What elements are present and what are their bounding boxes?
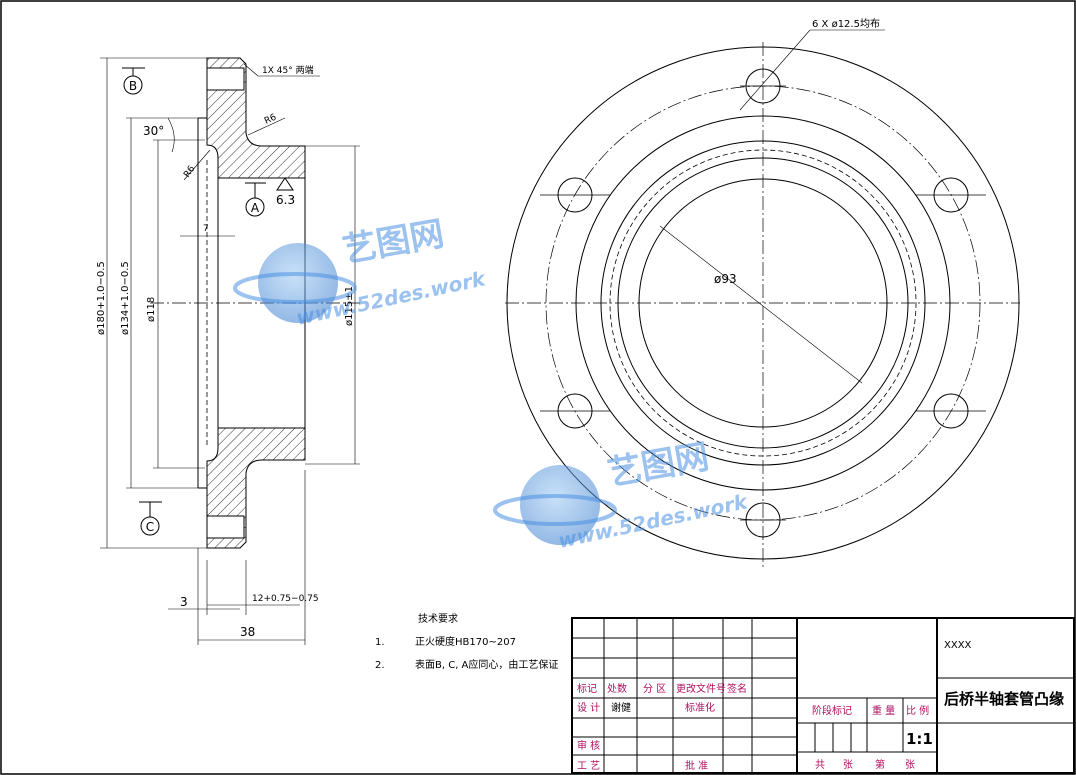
- svg-text:A: A: [251, 201, 260, 215]
- svg-text:艺图网: 艺图网: [605, 437, 712, 494]
- svg-text:R6: R6: [182, 164, 197, 180]
- svg-text:12+0.75−0.75: 12+0.75−0.75: [252, 594, 319, 604]
- roughness-symbol: 6.3: [276, 177, 295, 207]
- svg-text:ø180+1.0−0.5: ø180+1.0−0.5: [96, 261, 107, 335]
- svg-text:艺图网: 艺图网: [340, 214, 447, 271]
- section-view: B C A 6.3 ø180+1.0−0.5 ø134+1: [96, 57, 360, 645]
- svg-text:审 核: 审 核: [577, 739, 600, 752]
- svg-text:1X 45° 两端: 1X 45° 两端: [262, 64, 314, 76]
- svg-text:重 量: 重 量: [872, 704, 895, 717]
- svg-text:比 例: 比 例: [906, 704, 929, 717]
- svg-text:签名: 签名: [727, 682, 747, 695]
- svg-text:设 计: 设 计: [577, 701, 600, 714]
- svg-text:更改文件号: 更改文件号: [676, 682, 726, 695]
- svg-text:1:1: 1:1: [906, 730, 933, 748]
- svg-text:共: 共: [815, 759, 825, 771]
- svg-text:ø118: ø118: [146, 297, 157, 322]
- svg-text:表面B, C, A应同心，由工艺保证: 表面B, C, A应同心，由工艺保证: [415, 658, 558, 671]
- svg-text:30°: 30°: [143, 124, 164, 138]
- watermark-upper: 艺图网 www.52des.work: [233, 214, 489, 330]
- svg-text:阶段标记: 阶段标记: [812, 704, 852, 717]
- svg-text:38: 38: [240, 625, 255, 639]
- svg-text:ø93: ø93: [714, 272, 737, 286]
- svg-text:分 区: 分 区: [643, 683, 666, 695]
- datum-c: C: [139, 501, 162, 536]
- svg-text:标准化: 标准化: [685, 701, 715, 714]
- svg-text:3: 3: [180, 595, 188, 609]
- svg-text:C: C: [146, 520, 154, 534]
- watermark-lower: 艺图网 www.52des.work: [493, 437, 751, 553]
- svg-text:1.: 1.: [375, 637, 385, 648]
- svg-text:R6: R6: [263, 112, 278, 126]
- svg-text:正火硬度HB170~207: 正火硬度HB170~207: [415, 635, 516, 648]
- datum-a: A: [245, 182, 266, 217]
- svg-text:6.3: 6.3: [276, 193, 295, 207]
- svg-text:工 艺: 工 艺: [577, 760, 600, 772]
- svg-text:B: B: [129, 79, 137, 93]
- svg-text:标记: 标记: [577, 683, 597, 695]
- datum-b: B: [122, 67, 145, 95]
- svg-text:第: 第: [875, 758, 885, 771]
- svg-text:2.: 2.: [375, 660, 385, 671]
- technical-requirements: 技术要求 1. 正火硬度HB170~207 2. 表面B, C, A应同心，由工…: [375, 612, 558, 671]
- svg-text:张: 张: [905, 759, 915, 771]
- front-view: 6 X ø12.5均布 ø93: [505, 18, 1020, 568]
- svg-text:6 X ø12.5均布: 6 X ø12.5均布: [812, 18, 880, 30]
- svg-text:处数: 处数: [607, 682, 627, 695]
- svg-text:谢健: 谢健: [611, 701, 631, 714]
- svg-text:批 准: 批 准: [685, 759, 708, 772]
- svg-text:技术要求: 技术要求: [418, 612, 458, 625]
- svg-text:张: 张: [843, 759, 853, 771]
- svg-text:XXXX: XXXX: [944, 640, 972, 651]
- svg-text:ø115±1: ø115±1: [344, 286, 355, 326]
- bolt-holes: [540, 68, 986, 538]
- svg-text:7: 7: [203, 224, 209, 234]
- title-block: XXXX 后桥半轴套管凸缘 1:1 标记 处数 分 区 更改文件号 签名 设 计…: [571, 617, 1075, 774]
- svg-text:ø134+1.0−0.5: ø134+1.0−0.5: [120, 261, 131, 335]
- svg-text:后桥半轴套管凸缘: 后桥半轴套管凸缘: [944, 690, 1064, 708]
